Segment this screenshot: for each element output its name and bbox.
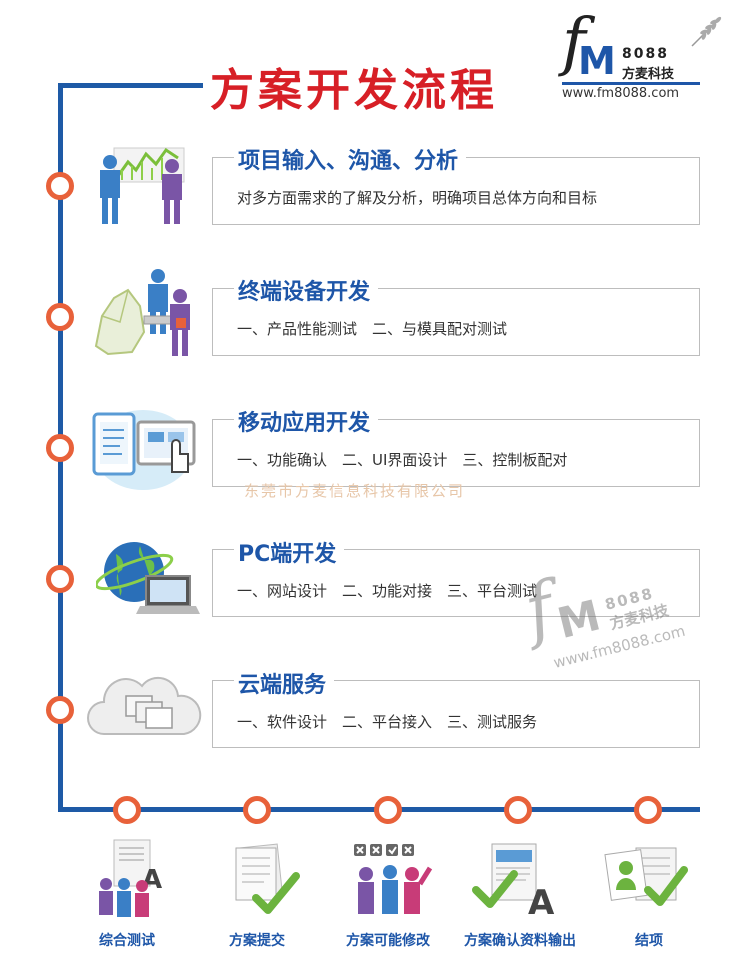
step-label: 结项 <box>635 933 663 949</box>
step-label: 方案确认资料输出 <box>464 933 576 949</box>
step-dot <box>504 796 532 824</box>
logo-f-letter: f <box>562 5 586 79</box>
logo-number: 8088 <box>622 46 669 62</box>
device-builder-people-icon <box>94 269 190 356</box>
stage-dot <box>46 434 74 462</box>
step-label: 方案可能修改 <box>346 933 430 949</box>
test-team-document-icon: A <box>99 839 162 917</box>
globe-laptop-icon <box>96 542 200 614</box>
stage-dot <box>46 172 74 200</box>
stage-title: 移动应用开发 <box>234 405 379 437</box>
stage-dot <box>46 303 74 331</box>
stage-title: 项目输入、沟通、分析 <box>234 143 467 175</box>
document-check-letter-icon: A <box>472 843 555 923</box>
step-label: 方案提交 <box>229 933 285 949</box>
stage-desc: 对多方面需求的了解及分析，明确项目总体方向和目标 <box>237 189 598 207</box>
stage-desc: 一、网站设计 二、功能对接 三、平台测试 <box>237 582 538 600</box>
step-dot <box>634 796 662 824</box>
stage-desc: 一、产品性能测试 二、与模具配对测试 <box>237 320 508 338</box>
watermark-m-letter: M <box>552 590 606 649</box>
team-revision-icon <box>354 844 433 914</box>
logo-underline <box>562 82 700 85</box>
analysis-people-chart-icon <box>100 147 185 224</box>
document-checkmark-icon <box>235 843 300 914</box>
completion-person-document-icon <box>604 847 688 906</box>
step-dot <box>374 796 402 824</box>
frame-top-line <box>58 83 203 88</box>
stage-title: 终端设备开发 <box>234 274 379 306</box>
stage-dot <box>46 696 74 724</box>
step-dot <box>243 796 271 824</box>
step-label: 综合测试 <box>99 933 155 949</box>
company-watermark: 东莞市方麦信息科技有限公司 <box>244 482 466 500</box>
company-logo: f M 8088 方麦科技 www.fm8088.com <box>548 8 728 104</box>
cloud-folders-icon <box>87 676 202 735</box>
page-title: 方案开发流程 <box>210 65 498 116</box>
wheat-icon <box>691 16 722 47</box>
svg-text:A: A <box>528 883 555 923</box>
stage-desc: 一、功能确认 二、UI界面设计 三、控制板配对 <box>237 451 568 469</box>
mobile-tablet-touch-icon <box>92 410 196 490</box>
step-dot <box>113 796 141 824</box>
stage-title: PC端开发 <box>234 536 345 568</box>
stage-desc: 一、软件设计 二、平台接入 三、测试服务 <box>237 713 538 731</box>
stage-title: 云端服务 <box>234 667 335 699</box>
logo-url: www.fm8088.com <box>562 86 680 101</box>
logo-name: 方麦科技 <box>622 67 675 82</box>
stage-dot <box>46 565 74 593</box>
logo-m-letter: M <box>578 39 616 83</box>
